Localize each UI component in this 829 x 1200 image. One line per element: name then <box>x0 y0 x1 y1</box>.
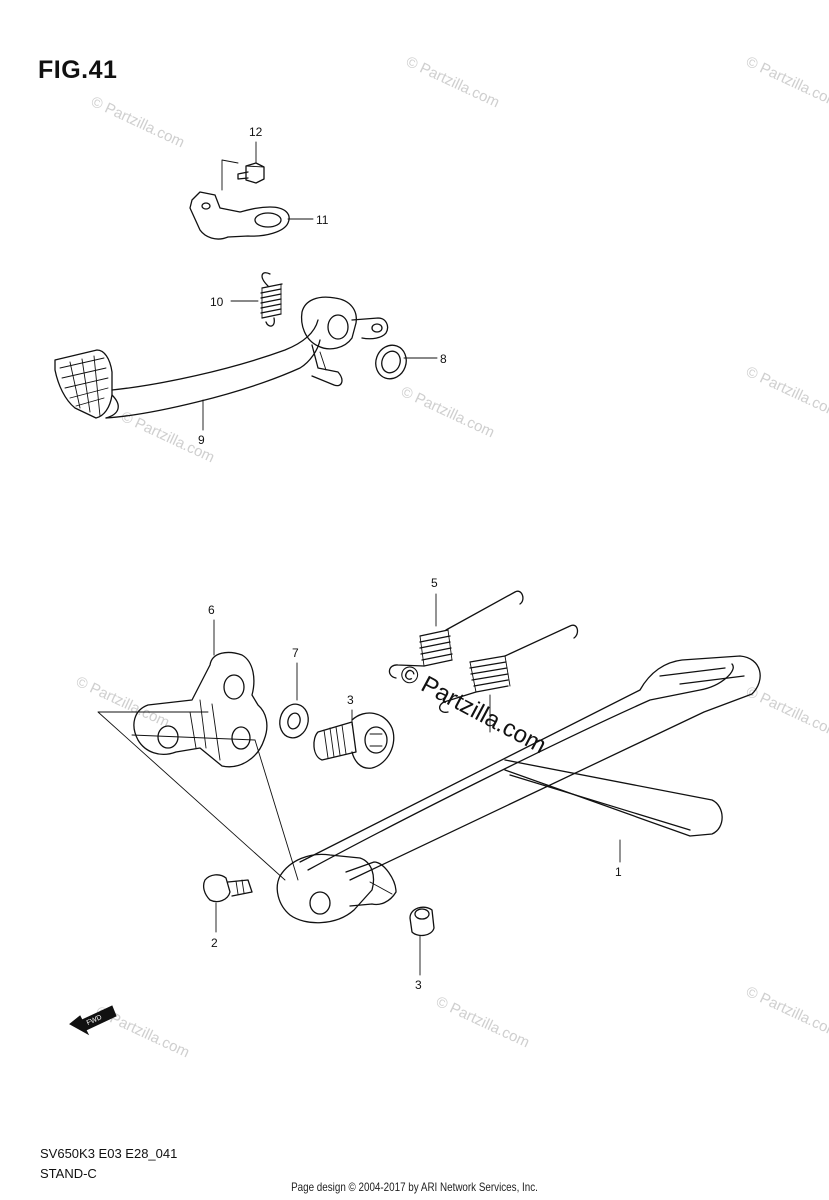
part-2-bolt <box>203 874 253 903</box>
part-7-bolt <box>313 712 395 769</box>
watermark-group: © Partzilla.com © Partzilla.com © Partzi… <box>73 53 829 1061</box>
callout-10: 8 <box>440 352 447 366</box>
watermark: © Partzilla.com <box>433 993 532 1051</box>
watermark: © Partzilla.com <box>743 363 829 421</box>
watermark: © Partzilla.com <box>743 53 829 111</box>
callout-8: 7 <box>292 646 299 660</box>
diagram-code: SV650K3 E03 E28_041 <box>40 1146 178 1161</box>
part-11-spring <box>260 272 283 327</box>
section-name: STAND-C <box>40 1166 97 1181</box>
part-9-shift-lever <box>54 296 389 419</box>
callout-9: 9 <box>198 433 205 447</box>
callout-6: 6 <box>208 603 215 617</box>
assembly-dash-13 <box>221 159 239 191</box>
part-5-springs <box>388 590 579 713</box>
figure-title: FIG.41 <box>38 56 118 84</box>
watermark: © Partzilla.com <box>743 983 829 1041</box>
watermark: © Partzilla.com <box>73 673 172 731</box>
watermark: © Partzilla.com <box>88 93 187 151</box>
callout-11: 10 <box>210 295 224 309</box>
part-1-stand <box>276 655 761 924</box>
part-12-bracket <box>189 191 290 240</box>
watermark: © Partzilla.com <box>743 683 829 741</box>
part-3-nut <box>409 906 435 937</box>
callout-5: 5 <box>431 576 438 590</box>
callout-7: 3 <box>347 693 354 707</box>
watermark: © Partzilla.com <box>398 383 497 441</box>
callout-3-label: 3 <box>415 978 422 992</box>
part-13-bolt <box>237 162 265 184</box>
callout-13: 12 <box>249 125 263 139</box>
fwd-arrow: FWD <box>69 1005 117 1036</box>
page-footer: Page design © 2004-2017 by ARI Network S… <box>291 1180 538 1194</box>
callout-2: 2 <box>211 936 218 950</box>
callout-1: 1 <box>615 865 622 879</box>
watermark: © Partzilla.com <box>403 53 502 111</box>
part-10-washer <box>375 344 407 380</box>
callout-12: 11 <box>316 213 329 227</box>
part-8-washer <box>279 703 309 739</box>
assembly-lines <box>97 711 299 881</box>
